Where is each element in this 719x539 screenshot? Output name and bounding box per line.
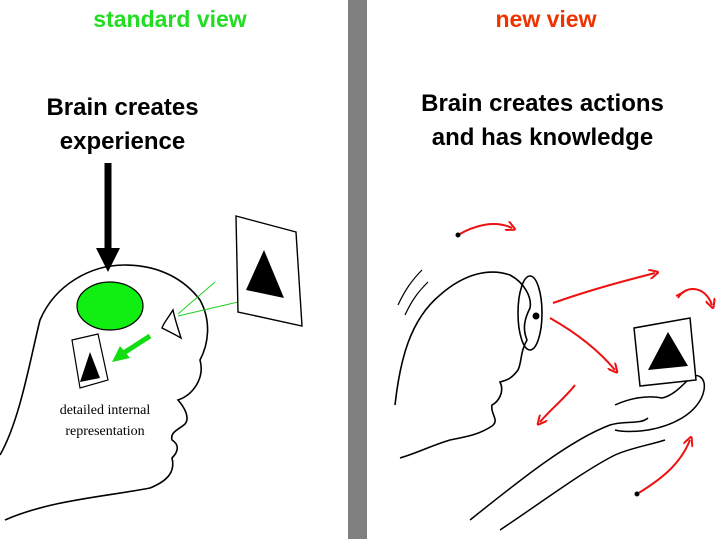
eye-icon	[161, 308, 183, 340]
action-arrow-curl-tail	[675, 291, 685, 297]
standard-view-caption-line2: experience	[59, 128, 186, 155]
new-view-caption-line1: Brain creates actions	[421, 90, 664, 117]
standard-view-caption: Brain creates experience	[15, 91, 230, 159]
brain-blob	[76, 281, 144, 331]
down-arrow-head	[96, 248, 120, 272]
standard-view-heading: standard view	[93, 6, 247, 32]
action-arrow-curl	[677, 288, 712, 305]
internal-triangle-shape	[80, 352, 100, 382]
sight-line-upper	[177, 281, 216, 315]
head-outline-right	[394, 271, 532, 459]
action-arrow-bottom	[636, 440, 690, 495]
internal-representation-note: detailed internal representation	[20, 400, 190, 442]
arm-outline-lower	[499, 439, 666, 531]
internal-note-line1: detailed internal	[59, 403, 151, 418]
action-arrow-down	[540, 384, 576, 422]
standard-view-caption-line1: Brain creates	[46, 94, 199, 121]
new-view-caption: Brain creates actions and has knowledge	[380, 87, 705, 155]
sight-line-lower	[177, 301, 239, 317]
arm-outline	[469, 417, 649, 521]
action-arrow-picture	[549, 317, 615, 370]
action-arrow-top	[457, 224, 512, 236]
eye-icon-right	[532, 312, 540, 320]
new-view-caption-line2: and has knowledge	[431, 124, 654, 151]
motion-line-1	[397, 269, 423, 306]
head-outline-left	[0, 264, 209, 521]
glasses-lens	[517, 275, 543, 351]
picture-triangle-shape	[246, 250, 284, 298]
action-arrow-upright	[552, 273, 655, 304]
arrow-tail-bottom	[634, 491, 640, 497]
internal-arrow-head	[112, 346, 130, 362]
hand-icon	[614, 374, 706, 433]
internal-note-line2: representation	[65, 424, 145, 439]
motion-line-2	[404, 281, 429, 316]
new-view-heading: new view	[495, 6, 597, 32]
panel-divider	[348, 0, 367, 539]
internal-arrow-shaft	[120, 333, 152, 357]
arrow-tail-top	[455, 232, 461, 238]
held-triangle-shape	[648, 332, 688, 370]
